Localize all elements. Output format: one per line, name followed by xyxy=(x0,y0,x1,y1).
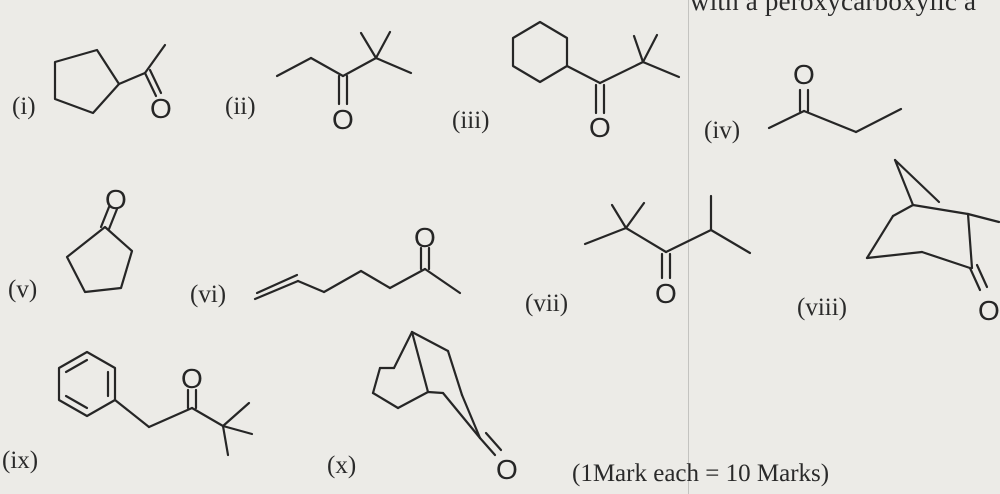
oxygen-atom: O xyxy=(978,295,1000,326)
structure-v: O xyxy=(67,184,132,292)
structure-i: O xyxy=(55,45,172,124)
compound-label-vi: (vi) xyxy=(190,281,227,308)
oxygen-atom: O xyxy=(150,93,172,124)
oxygen-atom: O xyxy=(414,222,436,253)
compound-label-ix: (ix) xyxy=(2,447,39,474)
oxygen-atom: O xyxy=(181,363,203,394)
compound-label-viii: (viii) xyxy=(797,294,847,321)
structure-x: O xyxy=(373,332,518,485)
structure-ii: O xyxy=(277,32,411,135)
structure-viii: O xyxy=(867,160,1000,326)
question-text-fragment: with a peroxycarboxylic a xyxy=(690,0,977,16)
structure-iii: O xyxy=(513,22,679,143)
compound-label-x: (x) xyxy=(327,452,357,479)
page-fold-line xyxy=(688,0,689,494)
structure-iv: O xyxy=(769,59,901,132)
oxygen-atom: O xyxy=(105,184,127,215)
compound-label-v: (v) xyxy=(8,276,38,303)
compound-label-iv: (iv) xyxy=(704,117,741,144)
oxygen-atom: O xyxy=(332,104,354,135)
compound-label-ii: (ii) xyxy=(225,93,256,120)
oxygen-atom: O xyxy=(589,112,611,143)
marks-note: (1Mark each = 10 Marks) xyxy=(572,460,830,487)
structure-ix: O xyxy=(59,352,252,455)
oxygen-atom: O xyxy=(496,454,518,485)
oxygen-atom: O xyxy=(793,59,815,90)
compound-label-iii: (iii) xyxy=(452,107,490,134)
oxygen-atom: O xyxy=(655,278,677,309)
structure-vi: O xyxy=(255,222,460,299)
compound-label-vii: (vii) xyxy=(525,290,569,317)
structure-vii: O xyxy=(585,196,750,309)
compound-label-i: (i) xyxy=(12,93,36,120)
